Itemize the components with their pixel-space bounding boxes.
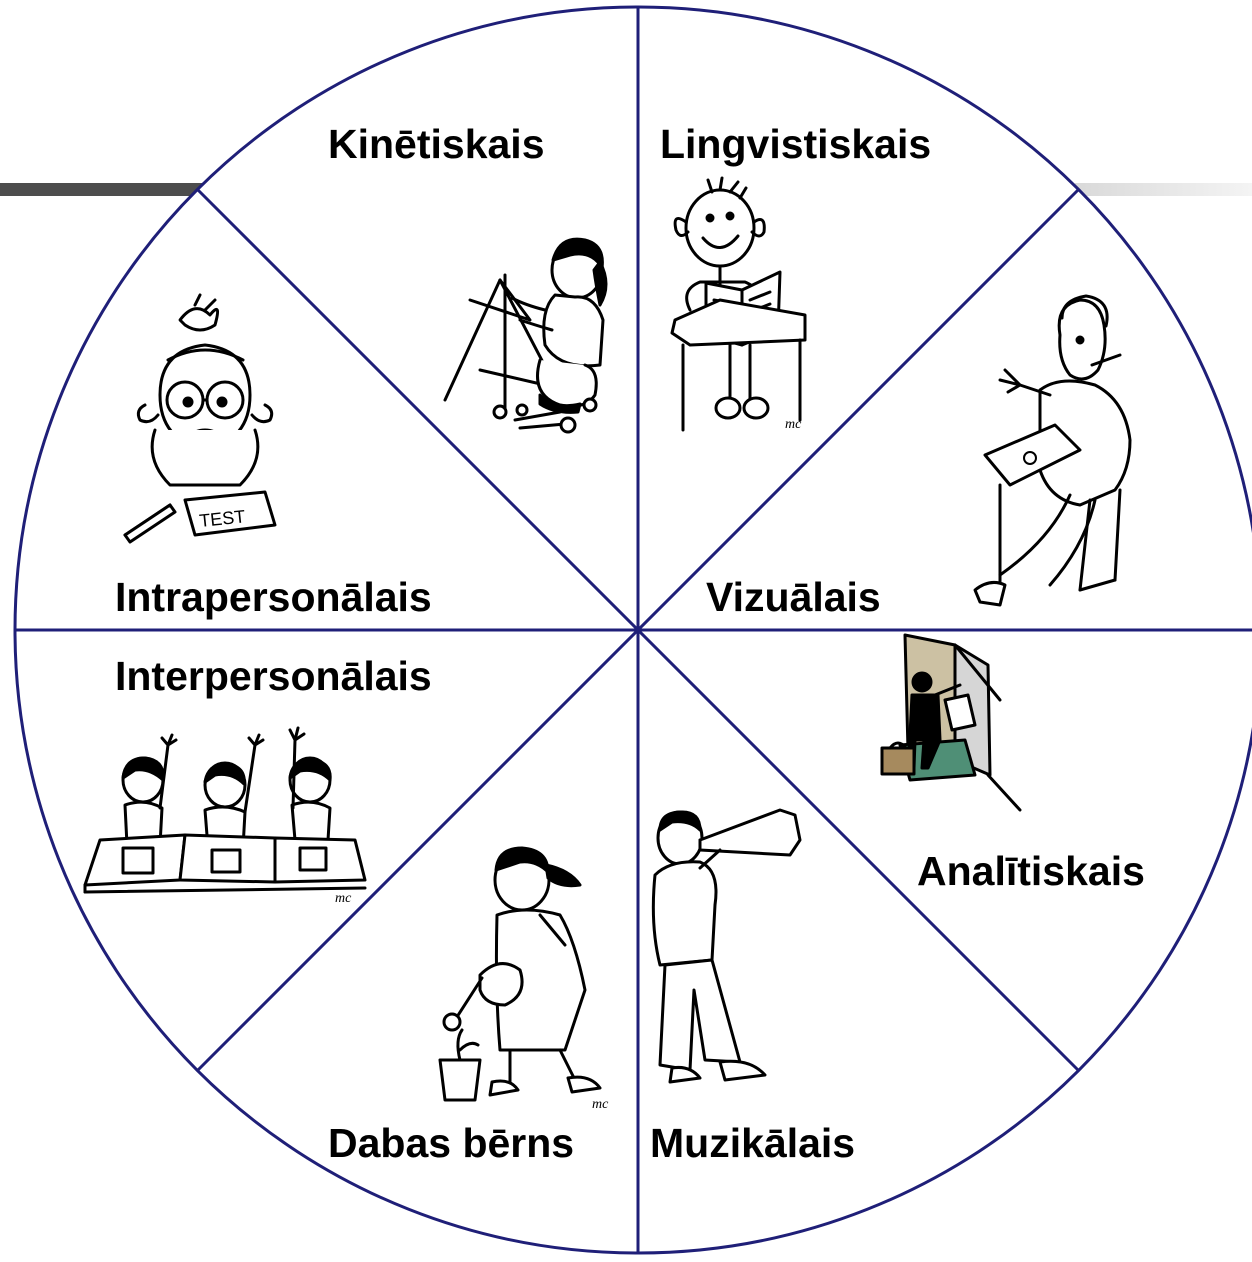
svg-text:TEST: TEST [198,506,246,531]
girl-watering-plant-icon: mc [438,846,609,1112]
slide-divider-bar-left [0,183,215,196]
child-taking-test-icon: TEST [123,293,277,544]
label-intrapersonal: Intrapersonālais [115,574,432,620]
label-naturalist: Dabas bērns [328,1120,574,1166]
svg-text:mc: mc [335,891,352,906]
label-kinetic: Kinētiskais [328,121,545,167]
figure-at-door-icon [880,633,1022,812]
label-linguistic: Lingvistiskais [660,121,931,167]
svg-text:mc: mc [592,1097,609,1112]
label-visual: Vizuālais [706,574,881,620]
man-at-desk-thinking-icon [973,294,1132,607]
label-interpersonal: Interpersonālais [115,653,432,699]
divider-diagonal-b [195,187,1081,1073]
boy-with-megaphone-icon [651,808,802,1084]
stick-figure-reading-icon: mc [670,176,807,432]
slide-divider-bar-right [1075,183,1252,196]
students-raising-hands-icon: mc [83,726,367,906]
child-building-frame-icon [443,237,608,434]
label-analytical: Analītiskais [917,848,1145,894]
svg-text:mc: mc [785,417,802,432]
label-musical: Muzikālais [650,1120,855,1166]
wheel-dividers [15,7,1252,1253]
